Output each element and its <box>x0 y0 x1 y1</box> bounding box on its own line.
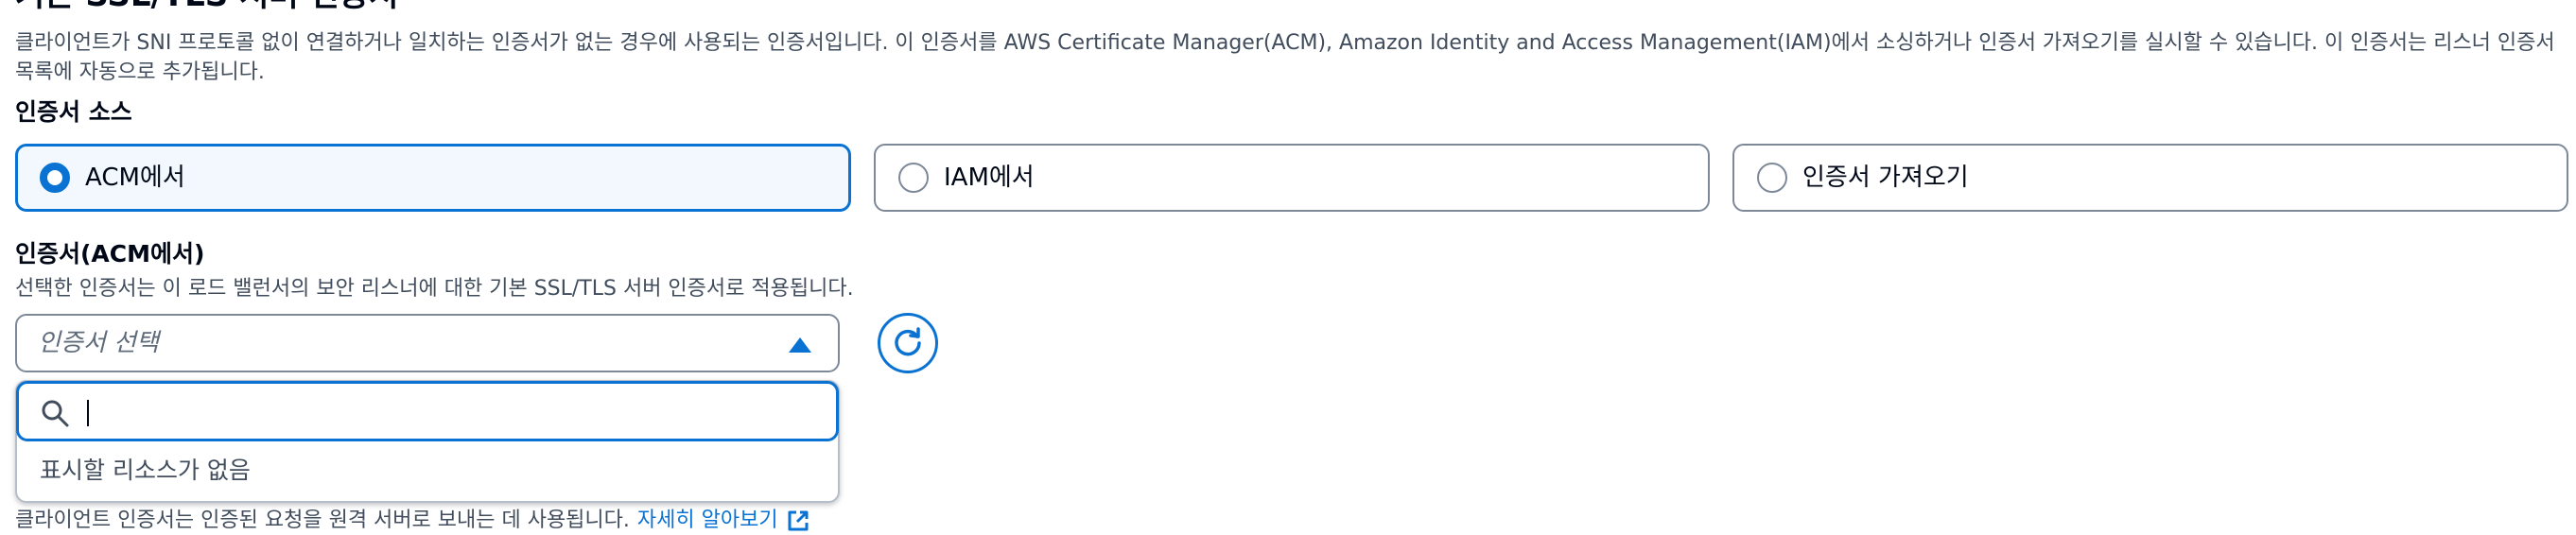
certificate-select-placeholder: 인증서 선택 <box>38 329 159 357</box>
source-option-import[interactable]: 인증서 가져오기 <box>1732 144 2568 212</box>
client-certificate-note: 클라이언트 인증서는 인증된 요청을 원격 서버로 보내는 데 사용됩니다. 자… <box>15 507 810 535</box>
external-link-icon <box>788 510 809 531</box>
learn-more-link[interactable]: 자세히 알아보기 <box>637 507 810 535</box>
search-icon <box>42 400 69 427</box>
source-option-import-label: 인증서 가져오기 <box>1802 164 1969 192</box>
certificate-dropdown: 표시할 리소스가 없음 <box>15 380 840 503</box>
certificate-select[interactable]: 인증서 선택 <box>15 314 840 372</box>
certificate-source-label: 인증서 소스 <box>15 98 132 126</box>
text-cursor <box>87 400 89 426</box>
certificate-label: 인증서(ACM에서) <box>15 240 205 268</box>
certificate-description: 선택한 인증서는 이 로드 밸런서의 보안 리스너에 대한 기본 SSL/TLS… <box>15 277 854 301</box>
source-option-acm[interactable]: ACM에서 <box>15 144 851 212</box>
section-description: 클라이언트가 SNI 프로토콜 없이 연결하거나 일치하는 인증서가 없는 경우… <box>15 31 2555 84</box>
client-certificate-note-text: 클라이언트 인증서는 인증된 요청을 원격 서버로 보내는 데 사용됩니다. <box>15 509 630 532</box>
refresh-icon <box>895 327 921 356</box>
section-title: 기본 SSL/TLS 서버 인증서 <box>15 0 398 11</box>
radio-unselected-icon[interactable] <box>1757 163 1787 193</box>
radio-unselected-icon[interactable] <box>898 163 929 193</box>
source-option-acm-label: ACM에서 <box>85 164 185 192</box>
source-option-iam[interactable]: IAM에서 <box>874 144 1710 212</box>
learn-more-label: 자세히 알아보기 <box>636 509 778 532</box>
source-option-iam-label: IAM에서 <box>944 164 1035 192</box>
certificate-search-input[interactable] <box>16 381 839 441</box>
radio-selected-icon[interactable] <box>40 163 70 193</box>
dropdown-empty-text: 표시할 리소스가 없음 <box>40 457 251 484</box>
refresh-button[interactable] <box>878 313 938 373</box>
caret-up-icon <box>789 337 811 353</box>
